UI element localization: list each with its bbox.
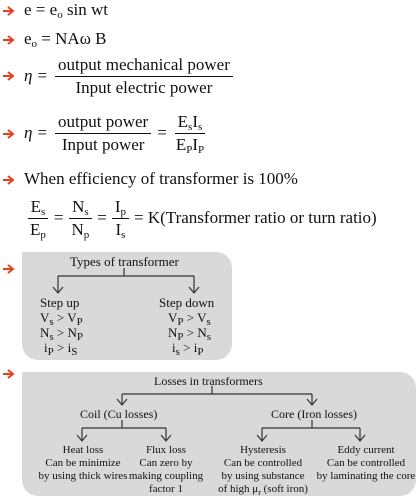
eta-symbol: η xyxy=(24,123,33,143)
step-down-current: is > iP xyxy=(172,340,204,358)
hysteresis-title: Hysteresis xyxy=(240,444,286,456)
fraction: output mechanical power Input electric p… xyxy=(55,55,233,97)
losses-title: Losses in transformers xyxy=(154,374,263,388)
step-up-label: Step up xyxy=(40,295,80,310)
eddy-current-block: Eddy current Can be controlled by lamina… xyxy=(316,444,416,483)
bullet-arrow-icon xyxy=(2,174,16,186)
fraction-denominator: Input power xyxy=(61,134,145,154)
fraction-denominator: Input electric power xyxy=(75,77,213,97)
flux-loss-line: factor 1 xyxy=(149,483,183,495)
hysteresis-line: by using substance xyxy=(221,470,305,482)
eddy-current-title: Eddy current xyxy=(337,444,395,456)
bullet-arrow-icon xyxy=(2,368,16,380)
fraction: output power Input power xyxy=(55,112,152,154)
ratio-tail-text: = K(Transformer ratio or turn ratio) xyxy=(134,208,377,228)
core-losses-label: Core (Iron losses) xyxy=(271,407,357,421)
hysteresis-line: of high μr (soft iron) xyxy=(218,483,308,497)
equation-turn-ratio: Es Ep = Ns Np = Ip Is = K(Transformer ra… xyxy=(24,197,377,241)
symbol: I xyxy=(192,112,198,131)
hysteresis-line: Can be controlled xyxy=(223,457,303,469)
bullet-arrow-icon xyxy=(2,34,16,46)
subscript: s xyxy=(84,206,89,218)
eq1-sub: o xyxy=(57,9,63,21)
flux-loss-line: Can zero by xyxy=(139,457,193,469)
subscript: p xyxy=(83,228,90,241)
fraction-power: EsIs EPIP xyxy=(173,112,207,156)
eq1-rhs: sin wt xyxy=(62,0,109,19)
flux-loss-title: Flux loss xyxy=(145,444,187,456)
symbol: I xyxy=(192,134,198,154)
symbol: E xyxy=(30,219,41,239)
symbol: N xyxy=(72,197,85,216)
fraction-current: Ip Is xyxy=(111,197,130,241)
hysteresis-block: Hysteresis Can be controlled by using su… xyxy=(214,444,312,497)
eddy-current-line: Can be controlled xyxy=(326,457,406,469)
step-down-voltage: VP > Vs xyxy=(168,310,211,328)
fraction-denominator: Is xyxy=(112,219,128,241)
symbol: E xyxy=(177,112,189,131)
step-down-label: Step down xyxy=(159,295,215,310)
fraction-denominator: Np xyxy=(68,219,92,241)
heat-loss-block: Heat loss Can be minimize by using thick… xyxy=(36,444,130,483)
types-title: Types of transformer xyxy=(70,254,179,269)
equals-sign: = xyxy=(37,123,48,143)
fraction-denominator: EPIP xyxy=(173,134,207,156)
symbol: I xyxy=(114,197,121,216)
symbol: I xyxy=(115,219,122,239)
bullet-arrow-icon xyxy=(2,5,16,17)
symbol: E xyxy=(175,134,187,154)
step-up-turns: Ns > NP xyxy=(40,325,84,343)
eta-symbol: η xyxy=(24,66,33,86)
fraction-denominator: Ep xyxy=(27,219,49,241)
equation-peak-emf: eo = NAω B xyxy=(24,29,107,50)
subscript: s xyxy=(188,121,193,133)
heat-loss-line: Can be minimize xyxy=(45,457,121,469)
step-down-turns: NP > Ns xyxy=(168,325,212,343)
fraction-numerator: EsIs xyxy=(174,112,206,134)
step-up-current: iP > iS xyxy=(44,340,78,358)
equation-emf: e = eo sin wt xyxy=(24,0,109,21)
fraction-numerator: Ns xyxy=(69,197,92,219)
fraction-turns: Ns Np xyxy=(68,197,92,241)
losses-box xyxy=(22,372,416,496)
subscript: p xyxy=(120,206,127,218)
fraction-voltage: Es Ep xyxy=(27,197,49,241)
subscript: s xyxy=(121,228,126,241)
heat-loss-title: Heat loss xyxy=(62,444,104,456)
flux-loss-block: Flux loss Can zero by making coupling fa… xyxy=(126,444,206,496)
symbol: N xyxy=(71,219,84,239)
types-of-transformer-box xyxy=(22,252,232,360)
subscript: s xyxy=(41,206,46,218)
flux-loss-line: making coupling xyxy=(128,470,204,482)
symbol: E xyxy=(30,197,41,216)
coil-losses-label: Coil (Cu losses) xyxy=(80,407,158,421)
step-up-voltage: Vs > VP xyxy=(40,310,83,328)
fraction-numerator: Ip xyxy=(111,197,130,219)
equation-efficiency-motor: η = output mechanical power Input electr… xyxy=(24,55,236,97)
eq2-rhs: = NAω B xyxy=(37,29,107,48)
bullet-arrow-icon xyxy=(2,263,16,275)
bullet-arrow-icon xyxy=(2,128,16,140)
bullet-arrow-icon xyxy=(2,70,16,82)
efficiency-statement: When efficiency of transformer is 100% xyxy=(24,169,298,188)
eddy-current-line: by laminating the core xyxy=(316,470,416,482)
equation-efficiency-transformer: η = output power Input power = EsIs EPIP xyxy=(24,112,210,156)
equals-sign: = xyxy=(37,66,48,86)
fraction-numerator: output mechanical power xyxy=(55,55,233,77)
eq2-sub: o xyxy=(31,38,38,50)
subscript: P xyxy=(198,143,205,156)
subscript: P xyxy=(186,143,193,156)
eq2-lhs: e xyxy=(24,29,32,48)
equals-sign: = xyxy=(157,123,167,143)
fraction-numerator: Es xyxy=(27,197,49,219)
eq1-lhs: e = e xyxy=(24,0,58,19)
fraction-numerator: output power xyxy=(55,112,152,134)
subscript: p xyxy=(40,228,46,241)
subscript: s xyxy=(198,121,203,133)
heat-loss-line: by using thick wires xyxy=(38,470,128,482)
